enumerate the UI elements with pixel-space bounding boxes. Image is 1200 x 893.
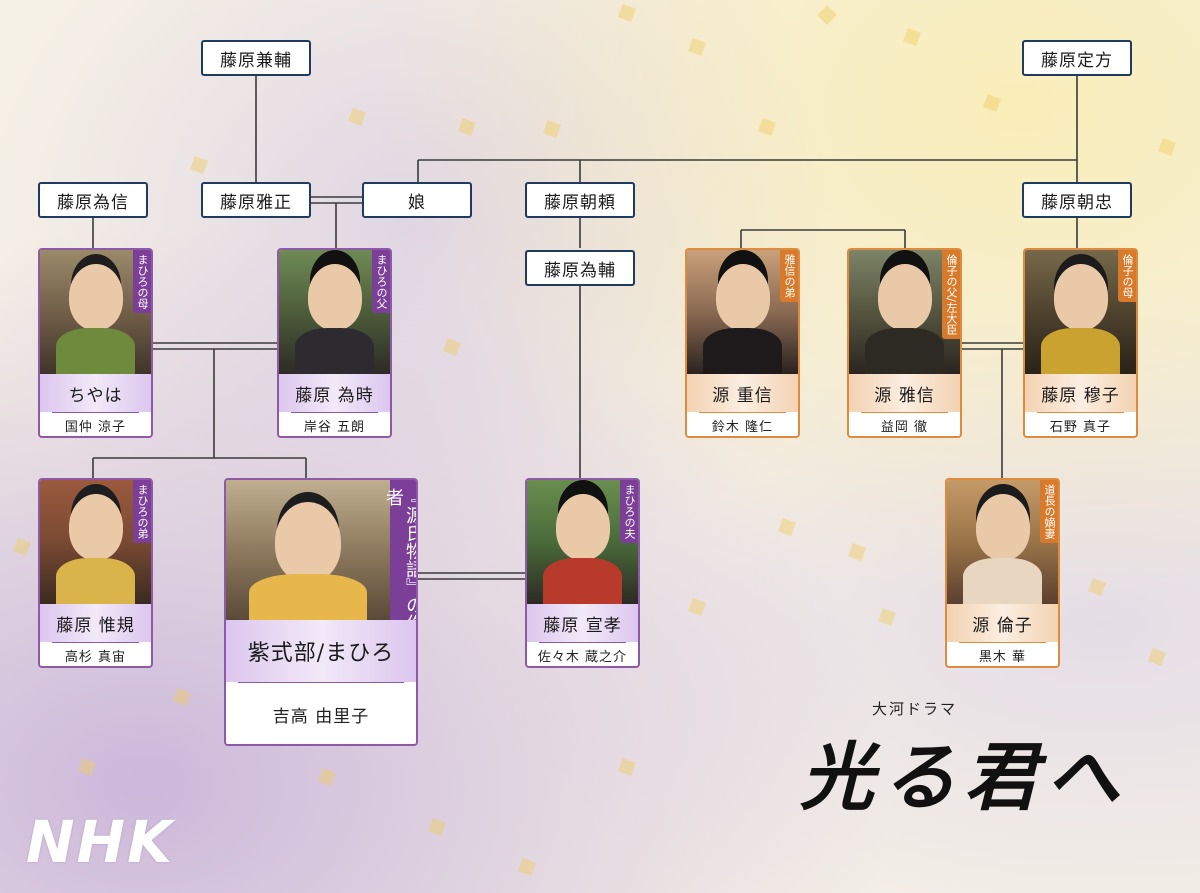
box-fujiwara-asayori: 藤原朝頼 [525, 182, 635, 218]
portrait-photo [40, 480, 151, 604]
portrait-photo [947, 480, 1058, 604]
role-tag: まひろの母 [133, 250, 151, 313]
actor-name: 黒木 華 [978, 649, 1027, 665]
box-musume: 娘 [362, 182, 472, 218]
character-name: 藤原 穆子 [1025, 374, 1136, 412]
box-fujiwara-tamesuke: 藤原為輔 [525, 250, 635, 286]
actor-name: 鈴木 隆仁 [711, 419, 774, 435]
portrait-photo [1025, 250, 1136, 374]
actor-name: 国仲 涼子 [64, 419, 127, 435]
card-tametoki[interactable]: まひろの父 藤原 為時 岸谷 五朗 [277, 248, 392, 438]
role-tag: 雅信の弟 [780, 250, 798, 302]
box-fujiwara-kanesuke: 藤原兼輔 [201, 40, 311, 76]
card-mahiro[interactable]: 『源氏物語』の作者 紫式部/まひろ 吉高 由里子 [224, 478, 418, 746]
role-tag: まひろの弟 [133, 480, 151, 543]
box-fujiwara-asatada: 藤原朝忠 [1022, 182, 1132, 218]
character-name: 源 倫子 [947, 604, 1058, 642]
character-name: ちやは [40, 374, 151, 412]
role-tag: 『源氏物語』の作者 [383, 480, 416, 642]
portrait-photo [849, 250, 960, 374]
card-chiyaha[interactable]: まひろの母 ちやは 国仲 涼子 [38, 248, 153, 438]
box-fujiwara-tamenobu: 藤原為信 [38, 182, 148, 218]
box-fujiwara-masatada: 藤原雅正 [201, 182, 311, 218]
card-masanobu[interactable]: 倫子の父/左大臣 源 雅信 益岡 徹 [847, 248, 962, 438]
character-name: 紫式部/まひろ [226, 620, 416, 682]
role-tag: 倫子の父/左大臣 [942, 250, 960, 339]
program-title-logo: 光る君へ [800, 735, 1128, 821]
card-shigenobu[interactable]: 雅信の弟 源 重信 鈴木 隆仁 [685, 248, 800, 438]
role-tag: まひろの夫 [620, 480, 638, 543]
actor-name: 益岡 徹 [880, 419, 929, 435]
drama-label: 大河ドラマ [872, 700, 958, 718]
character-name: 藤原 惟規 [40, 604, 151, 642]
card-rinshi[interactable]: 道長の嫡妻 源 倫子 黒木 華 [945, 478, 1060, 668]
portrait-photo [687, 250, 798, 374]
actor-name: 高杉 真宙 [64, 649, 127, 665]
box-fujiwara-sadakata: 藤原定方 [1022, 40, 1132, 76]
actor-name: 岸谷 五朗 [303, 419, 366, 435]
role-tag: まひろの父 [372, 250, 390, 313]
portrait-photo [226, 480, 390, 620]
portrait-photo [527, 480, 638, 604]
character-name: 源 雅信 [849, 374, 960, 412]
card-bokushi[interactable]: 倫子の母 藤原 穆子 石野 真子 [1023, 248, 1138, 438]
actor-name: 吉高 由里子 [272, 706, 370, 727]
card-nobunori[interactable]: まひろの弟 藤原 惟規 高杉 真宙 [38, 478, 153, 668]
character-name: 藤原 為時 [279, 374, 390, 412]
role-tag: 倫子の母 [1118, 250, 1136, 302]
character-name: 藤原 宣孝 [527, 604, 638, 642]
nhk-logo: NHK [26, 808, 175, 876]
actor-name: 佐々木 蔵之介 [537, 649, 628, 665]
character-name: 源 重信 [687, 374, 798, 412]
portrait-photo [40, 250, 151, 374]
portrait-photo [279, 250, 390, 374]
role-tag: 道長の嫡妻 [1040, 480, 1058, 543]
actor-name: 石野 真子 [1049, 419, 1112, 435]
card-nobutaka[interactable]: まひろの夫 藤原 宣孝 佐々木 蔵之介 [525, 478, 640, 668]
